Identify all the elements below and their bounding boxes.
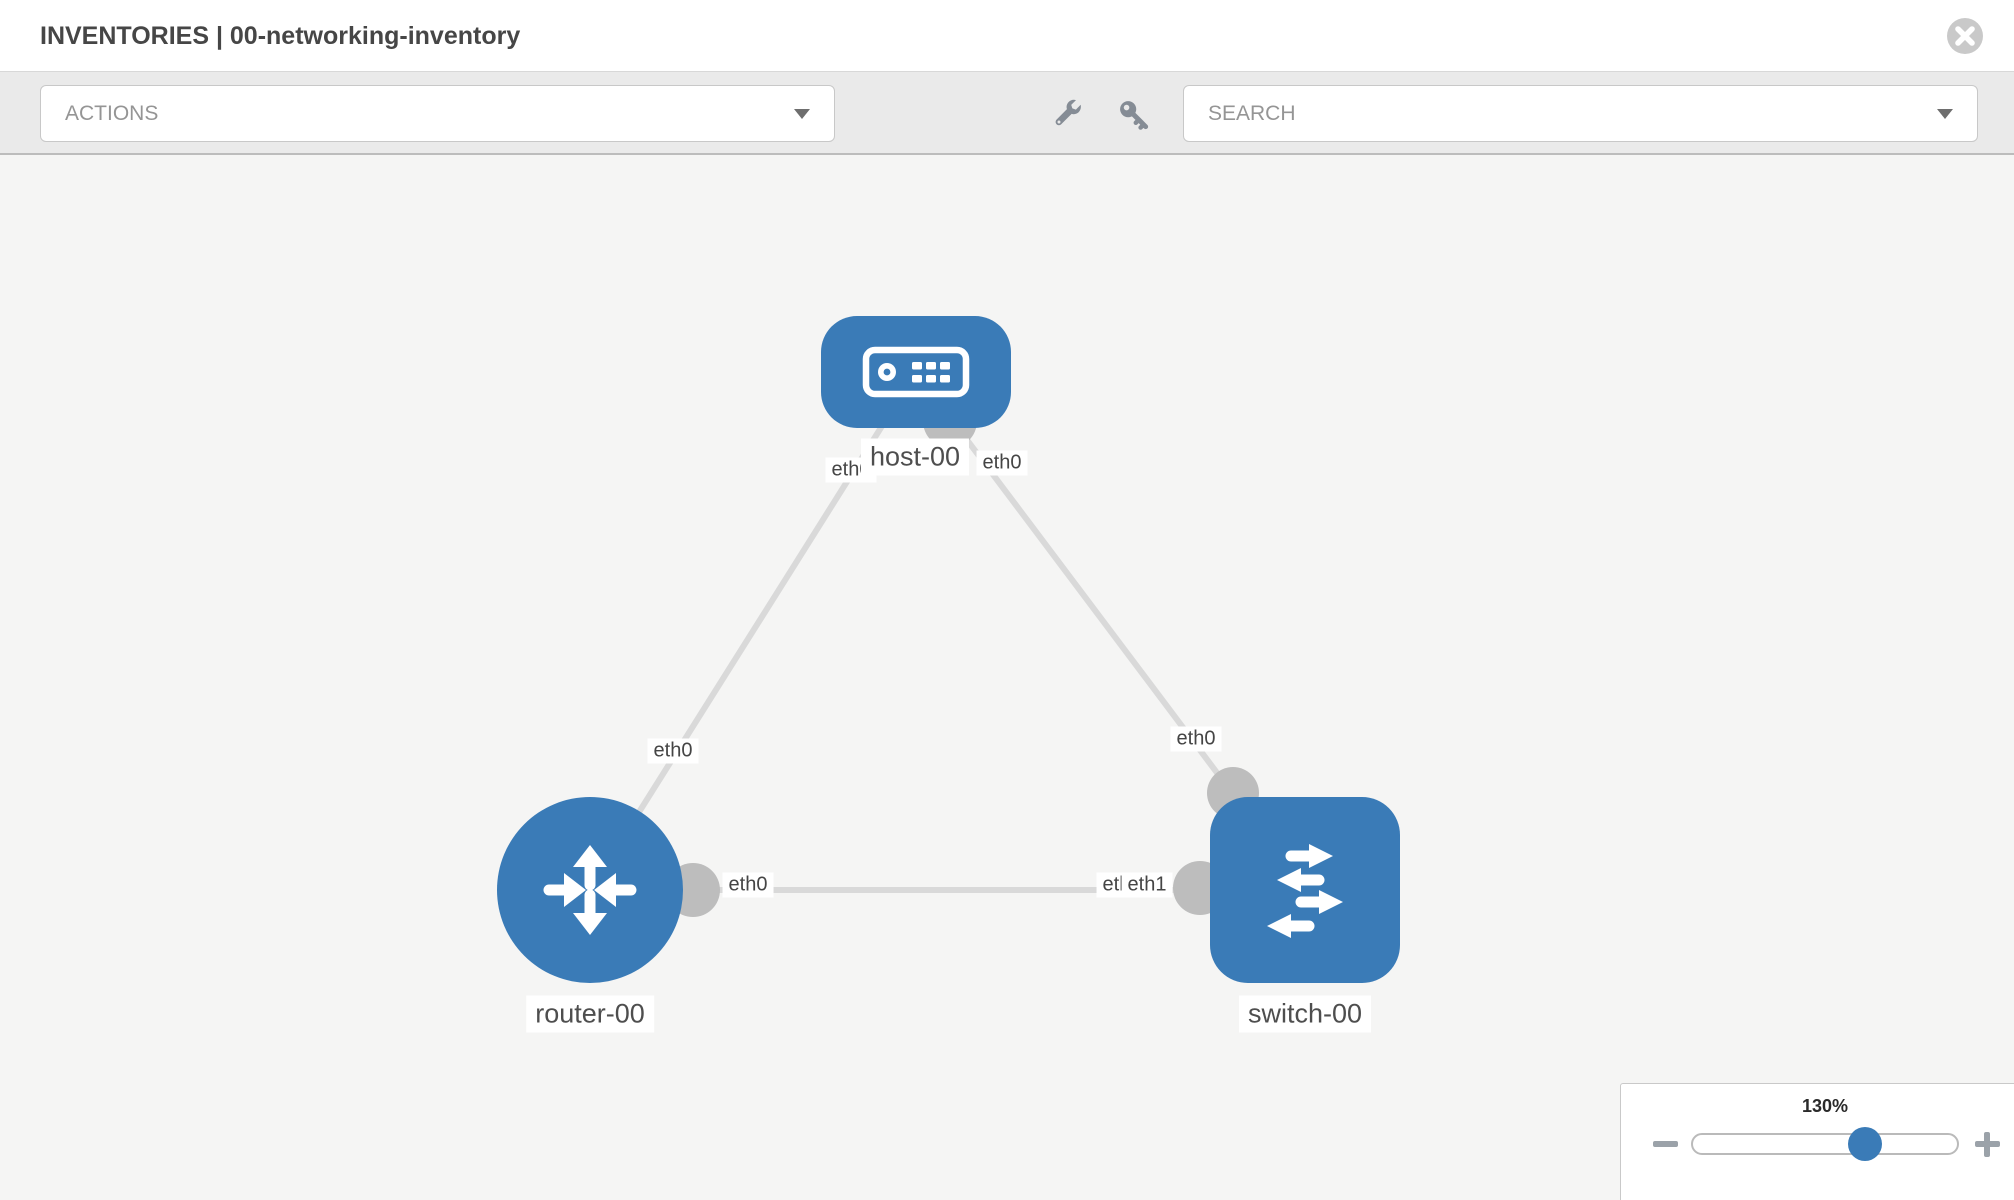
node-host-00[interactable] <box>821 316 1011 428</box>
node-label-router: router-00 <box>526 995 654 1033</box>
zoom-out-button[interactable] <box>1648 1126 1682 1162</box>
node-label-host: host-00 <box>860 438 970 476</box>
interface-label: eth0 <box>647 738 699 764</box>
zoom-level: 130% <box>1801 1096 1849 1116</box>
node-switch-00[interactable] <box>1210 797 1400 983</box>
actions-dropdown[interactable]: ACTIONS <box>40 85 835 142</box>
header: INVENTORIES | 00-networking-inventory <box>0 0 2014 72</box>
interface-label: eth1 <box>1121 872 1173 898</box>
router-device-icon <box>543 845 637 935</box>
node-label-switch: switch-00 <box>1238 995 1372 1033</box>
host-device-icon <box>862 346 970 398</box>
zoom-control-panel: 130% <box>1620 1083 2014 1200</box>
zoom-slider-track[interactable] <box>1691 1127 1959 1161</box>
node-router-00[interactable] <box>497 797 683 983</box>
interface-label: eth0 <box>976 450 1028 476</box>
minus-icon <box>1652 1141 1678 1147</box>
plus-icon <box>1974 1131 2000 1157</box>
key-icon <box>1120 101 1149 130</box>
toolbar: ACTIONS SEARCH <box>0 72 2014 155</box>
zoom-slider-thumb[interactable] <box>1848 1127 1882 1161</box>
switch-node-shape <box>1210 797 1400 983</box>
tools-button[interactable] <box>1049 98 1083 132</box>
search-dropdown-label: SEARCH <box>1208 101 1296 125</box>
actions-dropdown-label: ACTIONS <box>65 101 159 125</box>
wrench-icon <box>1055 99 1081 126</box>
interface-label: eth0 <box>1170 726 1222 752</box>
host-node-shape <box>821 316 1011 428</box>
close-button[interactable] <box>1946 17 1984 55</box>
credentials-button[interactable] <box>1117 98 1151 132</box>
search-dropdown[interactable]: SEARCH <box>1183 85 1978 142</box>
topology-canvas[interactable]: eth0 eth0 eth0 eth0 eth0 eth0 eth1 host-… <box>0 155 2014 1200</box>
zoom-in-button[interactable] <box>1970 1126 2004 1162</box>
caret-down-icon <box>794 108 810 119</box>
interface-label: eth0 <box>722 872 774 898</box>
caret-down-icon <box>1937 108 1953 119</box>
page-title: INVENTORIES | 00-networking-inventory <box>40 22 521 50</box>
close-icon <box>1947 18 1983 54</box>
topology-graph <box>497 316 1400 983</box>
switch-device-icon <box>1267 844 1343 938</box>
